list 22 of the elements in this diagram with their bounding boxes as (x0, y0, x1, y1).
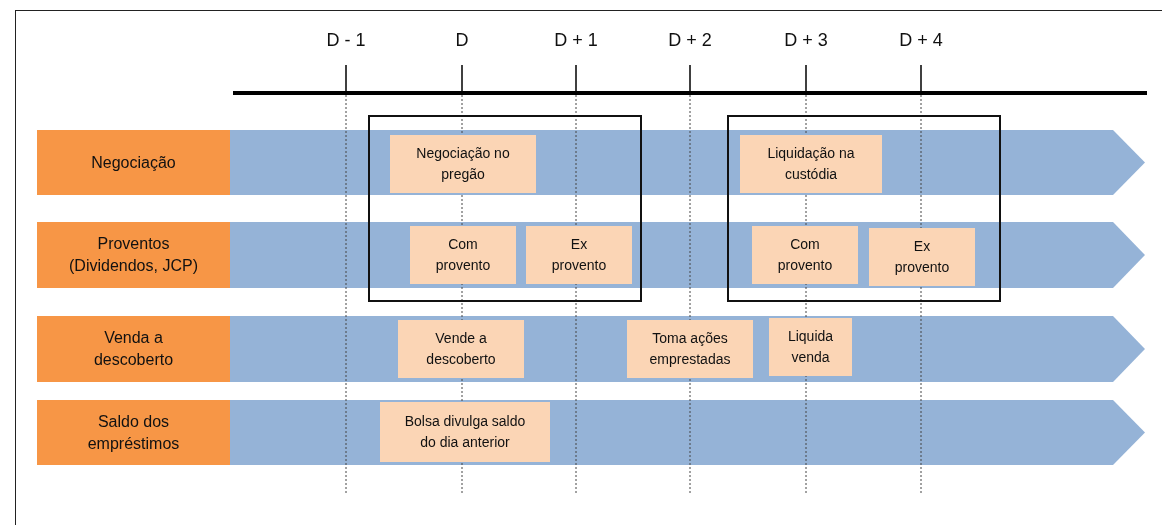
time-label: D + 4 (898, 30, 944, 51)
time-label: D + 1 (553, 30, 599, 51)
event-box: Com provento (410, 226, 516, 284)
event-box: Ex provento (526, 226, 632, 284)
event-box: Liquidação na custódia (740, 135, 882, 193)
row-label: Saldo dos empréstimos (37, 400, 230, 465)
time-label: D + 3 (783, 30, 829, 51)
time-label: D (454, 30, 470, 51)
time-label: D - 1 (325, 30, 367, 51)
row-label: Negociação (37, 130, 230, 195)
frame-rectangle (368, 115, 642, 302)
time-label: D + 2 (667, 30, 713, 51)
row-label: Proventos (Dividendos, JCP) (37, 222, 230, 288)
event-box: Ex provento (869, 228, 975, 286)
event-box: Vende a descoberto (398, 320, 524, 378)
event-box: Bolsa divulga saldo do dia anterior (380, 402, 550, 462)
row-label: Venda a descoberto (37, 316, 230, 382)
event-box: Com provento (752, 226, 858, 284)
frame-rectangle (727, 115, 1001, 302)
event-box: Liquida venda (769, 318, 852, 376)
event-box: Toma ações emprestadas (627, 320, 753, 378)
event-box: Negociação no pregão (390, 135, 536, 193)
